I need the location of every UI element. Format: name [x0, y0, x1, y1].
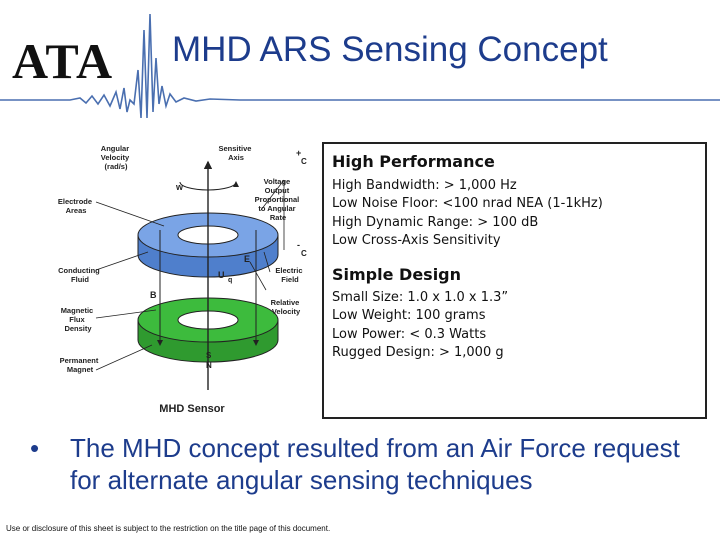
footer-disclaimer: Use or disclosure of this sheet is subje… [6, 524, 331, 533]
svg-text:Magnetic Flux Density: Magnetic Flux Density [61, 306, 96, 333]
svg-text:C: C [301, 249, 307, 258]
spec-line: Small Size: 1.0 x 1.0 x 1.3” [332, 290, 509, 305]
svg-text:Electric Field: Electric Field [275, 266, 304, 284]
svg-text:+: + [296, 148, 301, 158]
spec-line: Low Weight: 100 grams [332, 308, 486, 323]
spec-line: High Dynamic Range: > 100 dB [332, 215, 539, 230]
svg-text:U: U [218, 270, 225, 280]
diagram-caption: MHD Sensor [159, 403, 225, 415]
spec-line: Rugged Design: > 1,000 g [332, 345, 504, 360]
svg-text:S: S [206, 351, 212, 360]
high-performance-heading: High Performance [332, 152, 495, 171]
bullet-marker: • [30, 433, 40, 463]
spec-line: Low Power: < 0.3 Watts [332, 327, 487, 342]
svg-text:Permanent Magnet: Permanent Magnet [60, 356, 101, 374]
svg-text:N: N [206, 361, 212, 370]
spec-box: High Performance High Bandwidth: > 1,000… [322, 142, 707, 419]
mhd-sensor-diagram: Angular Velocity (rad/s) Sensitive Axis … [58, 144, 307, 415]
label-sensitive-axis-1: Sensitive [218, 144, 251, 153]
company-logo: ATA [12, 33, 114, 89]
label-angular-velocity-3: (rad/s) [105, 162, 128, 171]
label-angular-velocity-2: Velocity [101, 153, 130, 162]
svg-text:C: C [301, 157, 307, 166]
svg-text:Relative Velocity: Relative Velocity [271, 298, 302, 316]
bullet-text: The MHD concept resulted from an Air For… [70, 433, 680, 495]
spec-line: Low Noise Floor: <100 nrad NEA (1-1kHz) [332, 196, 603, 211]
svg-text:-: - [297, 240, 300, 250]
svg-text:q: q [228, 277, 232, 284]
spec-line: Low Cross-Axis Sensitivity [332, 233, 501, 248]
page-title: MHD ARS Sensing Concept [172, 30, 608, 69]
header-wave-line [0, 13, 720, 119]
svg-text:B: B [150, 290, 157, 300]
svg-text:Electrode Areas: Electrode Areas [58, 197, 94, 215]
label-angular-velocity-1: Angular [101, 144, 129, 153]
svg-text:Sensitive Axis: Sensitive Axis [218, 144, 253, 162]
svg-text:Conducting Fluid: Conducting Fluid [58, 266, 102, 284]
svg-text:E: E [244, 254, 250, 264]
label-sensitive-axis-2: Axis [228, 153, 244, 162]
spec-line: High Bandwidth: > 1,000 Hz [332, 178, 517, 193]
svg-text:w: w [175, 182, 184, 192]
svg-text:Angular Velocity (rad/: Angular Velocity (rad/s) [101, 144, 131, 171]
simple-design-heading: Simple Design [332, 265, 462, 284]
svg-text:Voltage Output Proport: Voltage Output Proportional to Angular R… [255, 177, 302, 222]
